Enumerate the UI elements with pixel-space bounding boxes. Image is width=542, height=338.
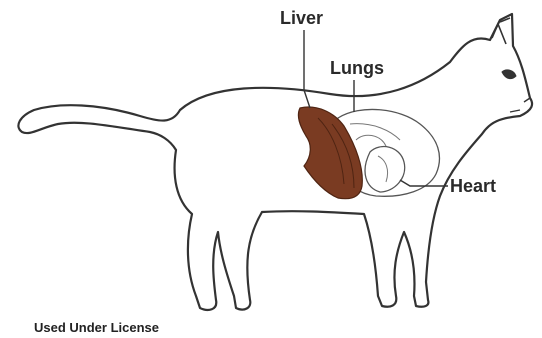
liver-label: Liver xyxy=(280,8,323,29)
cat-outline xyxy=(18,14,532,310)
lungs-label: Lungs xyxy=(330,58,384,79)
heart-label: Heart xyxy=(450,176,496,197)
